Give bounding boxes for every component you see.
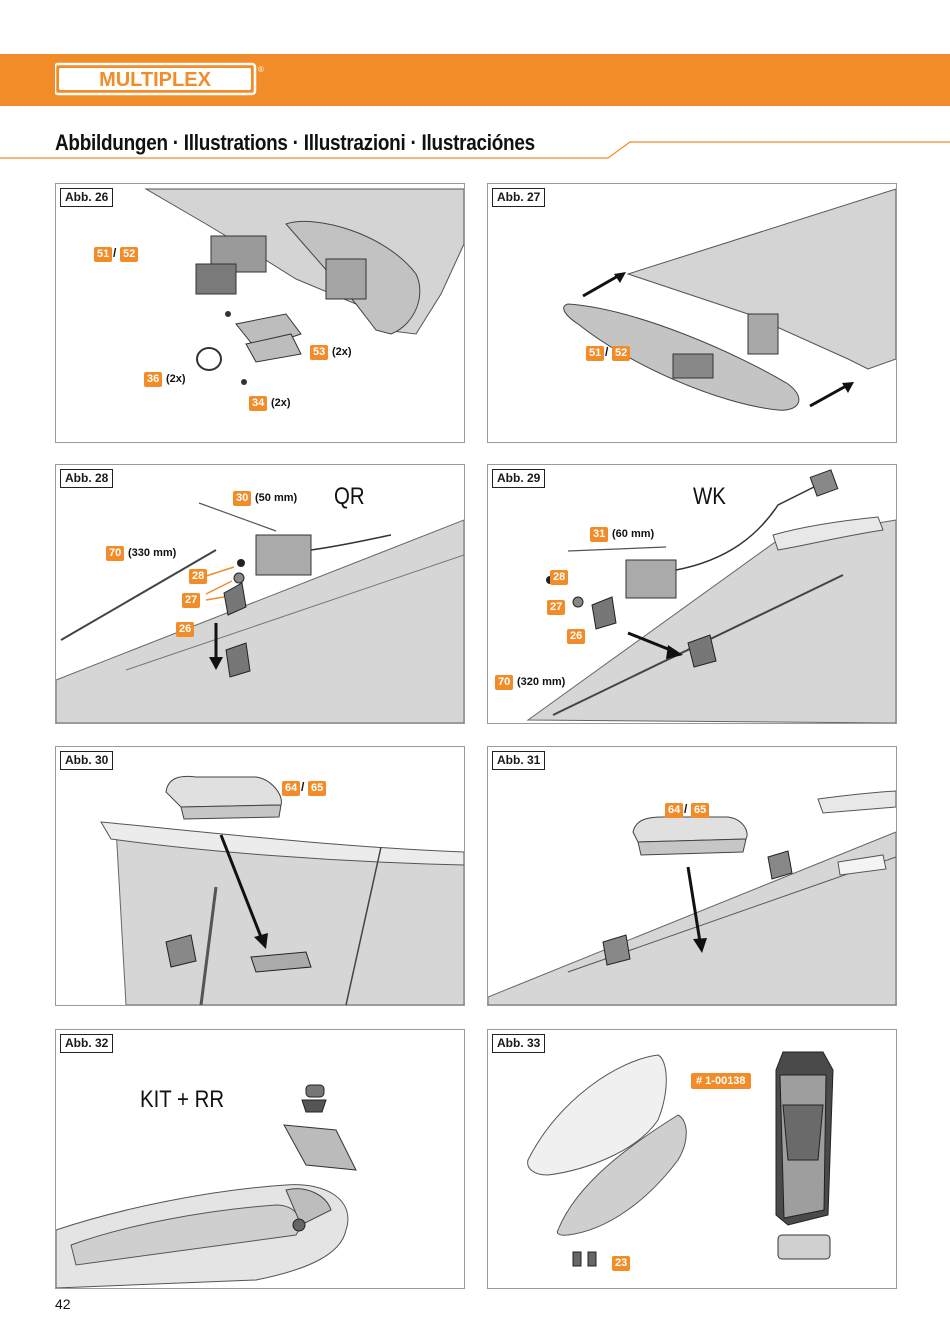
part-badge: 70 [495, 675, 514, 690]
part-badge: 23 [612, 1256, 631, 1271]
figure-abb-27: Abb. 27 51 / 52 [487, 183, 897, 443]
page-title: Abbildungen · Illustrations · Illustrazi… [55, 130, 535, 155]
figure-abb-32: Abb. 32 KIT + RR [55, 1029, 465, 1289]
part-badge: 26 [176, 622, 195, 637]
figure-label: Abb. 26 [60, 188, 114, 207]
aileron-cover-drawing [100, 775, 464, 1005]
figure-label: Abb. 31 [492, 751, 546, 770]
multiplex-logo: MULTIPLEX ® [55, 62, 264, 96]
part-badge: 65 [691, 803, 710, 818]
aileron-servo-drawing [56, 502, 464, 723]
svg-text:®: ® [258, 65, 264, 74]
part-badge: 51 [586, 346, 605, 361]
length-note: (320 mm) [517, 676, 566, 688]
figure-heading: KIT + RR [140, 1086, 225, 1113]
part-badge: 36 [144, 372, 163, 387]
part-badge: 28 [550, 570, 569, 585]
figure-label: Abb. 32 [60, 1034, 114, 1053]
quantity-note: (2x) [271, 397, 291, 409]
part-badge: 27 [182, 593, 201, 608]
flap-servo-drawing [526, 469, 896, 723]
flap-cover-drawing [488, 790, 896, 1005]
figure-label: Abb. 30 [60, 751, 114, 770]
part-badge: 31 [590, 527, 609, 542]
figure-heading: QR [334, 483, 365, 510]
part-badge: 53 [310, 345, 329, 360]
figure-abb-29: Abb. 29 WK 31 (60 mm) 28 27 26 70 (320 m… [487, 464, 897, 724]
figure-abb-30: Abb. 30 64 / 65 [55, 746, 465, 1006]
figure-label: Abb. 27 [492, 188, 546, 207]
figure-label: Abb. 28 [60, 469, 114, 488]
figure-abb-26: Abb. 26 51 / 52 53 (2x) 36 (2x) 34 (2x) [55, 183, 465, 443]
quantity-note: (2x) [166, 373, 186, 385]
part-badge: 26 [567, 629, 586, 644]
length-note: (50 mm) [255, 492, 298, 504]
part-badge: 64 [665, 803, 684, 818]
part-badge: 28 [189, 569, 208, 584]
figure-abb-33: Abb. 33 # 1-00138 23 [487, 1029, 897, 1289]
wing-root-fairing-drawing [563, 188, 896, 411]
part-badge: 64 [282, 781, 301, 796]
part-badge: 70 [106, 546, 125, 561]
quantity-note: (2x) [332, 346, 352, 358]
part-badge: 30 [233, 491, 252, 506]
fuselage-kit-drawing [56, 1084, 357, 1288]
figure-label: Abb. 29 [492, 469, 546, 488]
brand-text: MULTIPLEX [99, 69, 212, 91]
part-badge: 34 [249, 396, 268, 411]
wing-root-drawing [144, 188, 464, 385]
heading-rule [0, 141, 950, 159]
figure-abb-28: Abb. 28 30 (50 mm) QR 70 (330 mm) 28 27 … [55, 464, 465, 724]
length-note: (60 mm) [612, 528, 655, 540]
page-number: 42 [55, 1296, 71, 1312]
figure-label: Abb. 33 [492, 1034, 546, 1053]
part-badge: 52 [120, 247, 139, 262]
figure-abb-31: Abb. 31 64 / 65 [487, 746, 897, 1006]
part-badge: 65 [308, 781, 327, 796]
part-badge: 52 [612, 346, 631, 361]
part-badge: 27 [547, 600, 566, 615]
order-number-badge: # 1-00138 [691, 1073, 751, 1089]
part-badge: 51 [94, 247, 113, 262]
length-note: (330 mm) [128, 547, 177, 559]
canopy-drawing [527, 1051, 834, 1267]
figure-heading: WK [693, 483, 726, 510]
